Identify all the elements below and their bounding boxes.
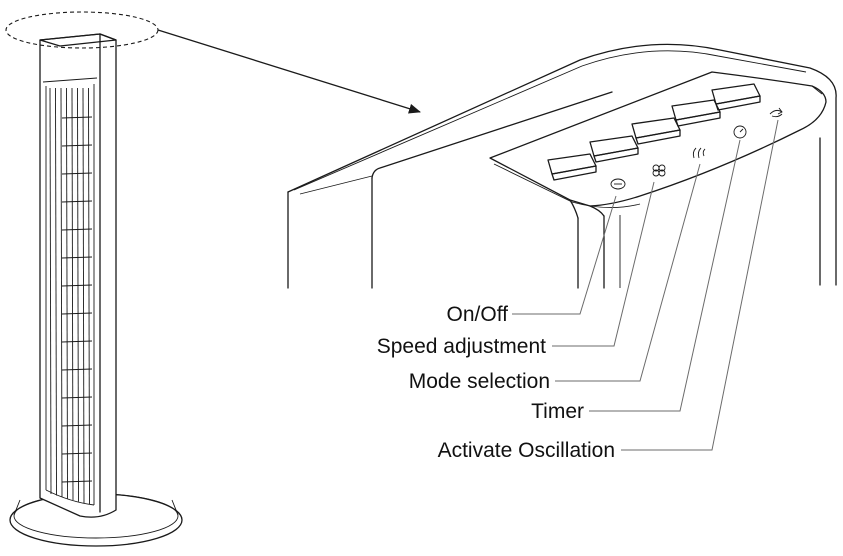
grille-slat [82, 87, 85, 504]
grille-bar [61, 172, 93, 175]
grille-bar [61, 480, 93, 483]
label-timer: Timer [531, 400, 584, 423]
grille-slat [55, 87, 57, 496]
grille-bar [61, 200, 93, 203]
label-on-off: On/Off [447, 303, 509, 326]
tower-fan [5, 11, 421, 547]
button-timer[interactable] [671, 99, 721, 127]
grille-bar [61, 368, 93, 371]
button-speed[interactable] [589, 135, 639, 163]
button-oscillation[interactable] [711, 83, 761, 111]
grille-bar [61, 396, 93, 399]
label-speed-adjustment: Speed adjustment [377, 335, 546, 358]
label-activate-oscillation: Activate Oscillation [438, 439, 615, 462]
button-mode[interactable] [631, 117, 681, 145]
callout-labels: On/Off Speed adjustment Mode selection T… [377, 303, 615, 462]
leader-lines [512, 119, 779, 451]
label-mode-selection: Mode selection [409, 370, 550, 393]
fan-grille [49, 87, 93, 505]
power-icon [610, 178, 626, 190]
grille-bar [61, 284, 93, 287]
grille-slat [60, 87, 63, 498]
grille-bar [61, 424, 93, 427]
button-on-off[interactable] [547, 153, 597, 181]
grille-slat [77, 87, 79, 502]
grille-slat [66, 87, 68, 499]
grille-bar [61, 144, 93, 147]
grille-bar [61, 228, 93, 231]
grille-bar [61, 256, 93, 259]
mode-icon [692, 147, 706, 159]
fan-speed-icon [652, 164, 666, 177]
grille-slat [88, 87, 90, 505]
grille-bar [61, 340, 93, 343]
grille-bar [61, 312, 93, 315]
grille-slat [49, 87, 52, 495]
timer-icon [733, 125, 747, 139]
oscillation-icon [769, 107, 783, 118]
zoom-arrow [157, 29, 421, 114]
control-panel-closeup [287, 43, 837, 289]
grille-slat [71, 87, 74, 501]
grille-bar [61, 116, 93, 119]
grille-bar [61, 452, 93, 455]
